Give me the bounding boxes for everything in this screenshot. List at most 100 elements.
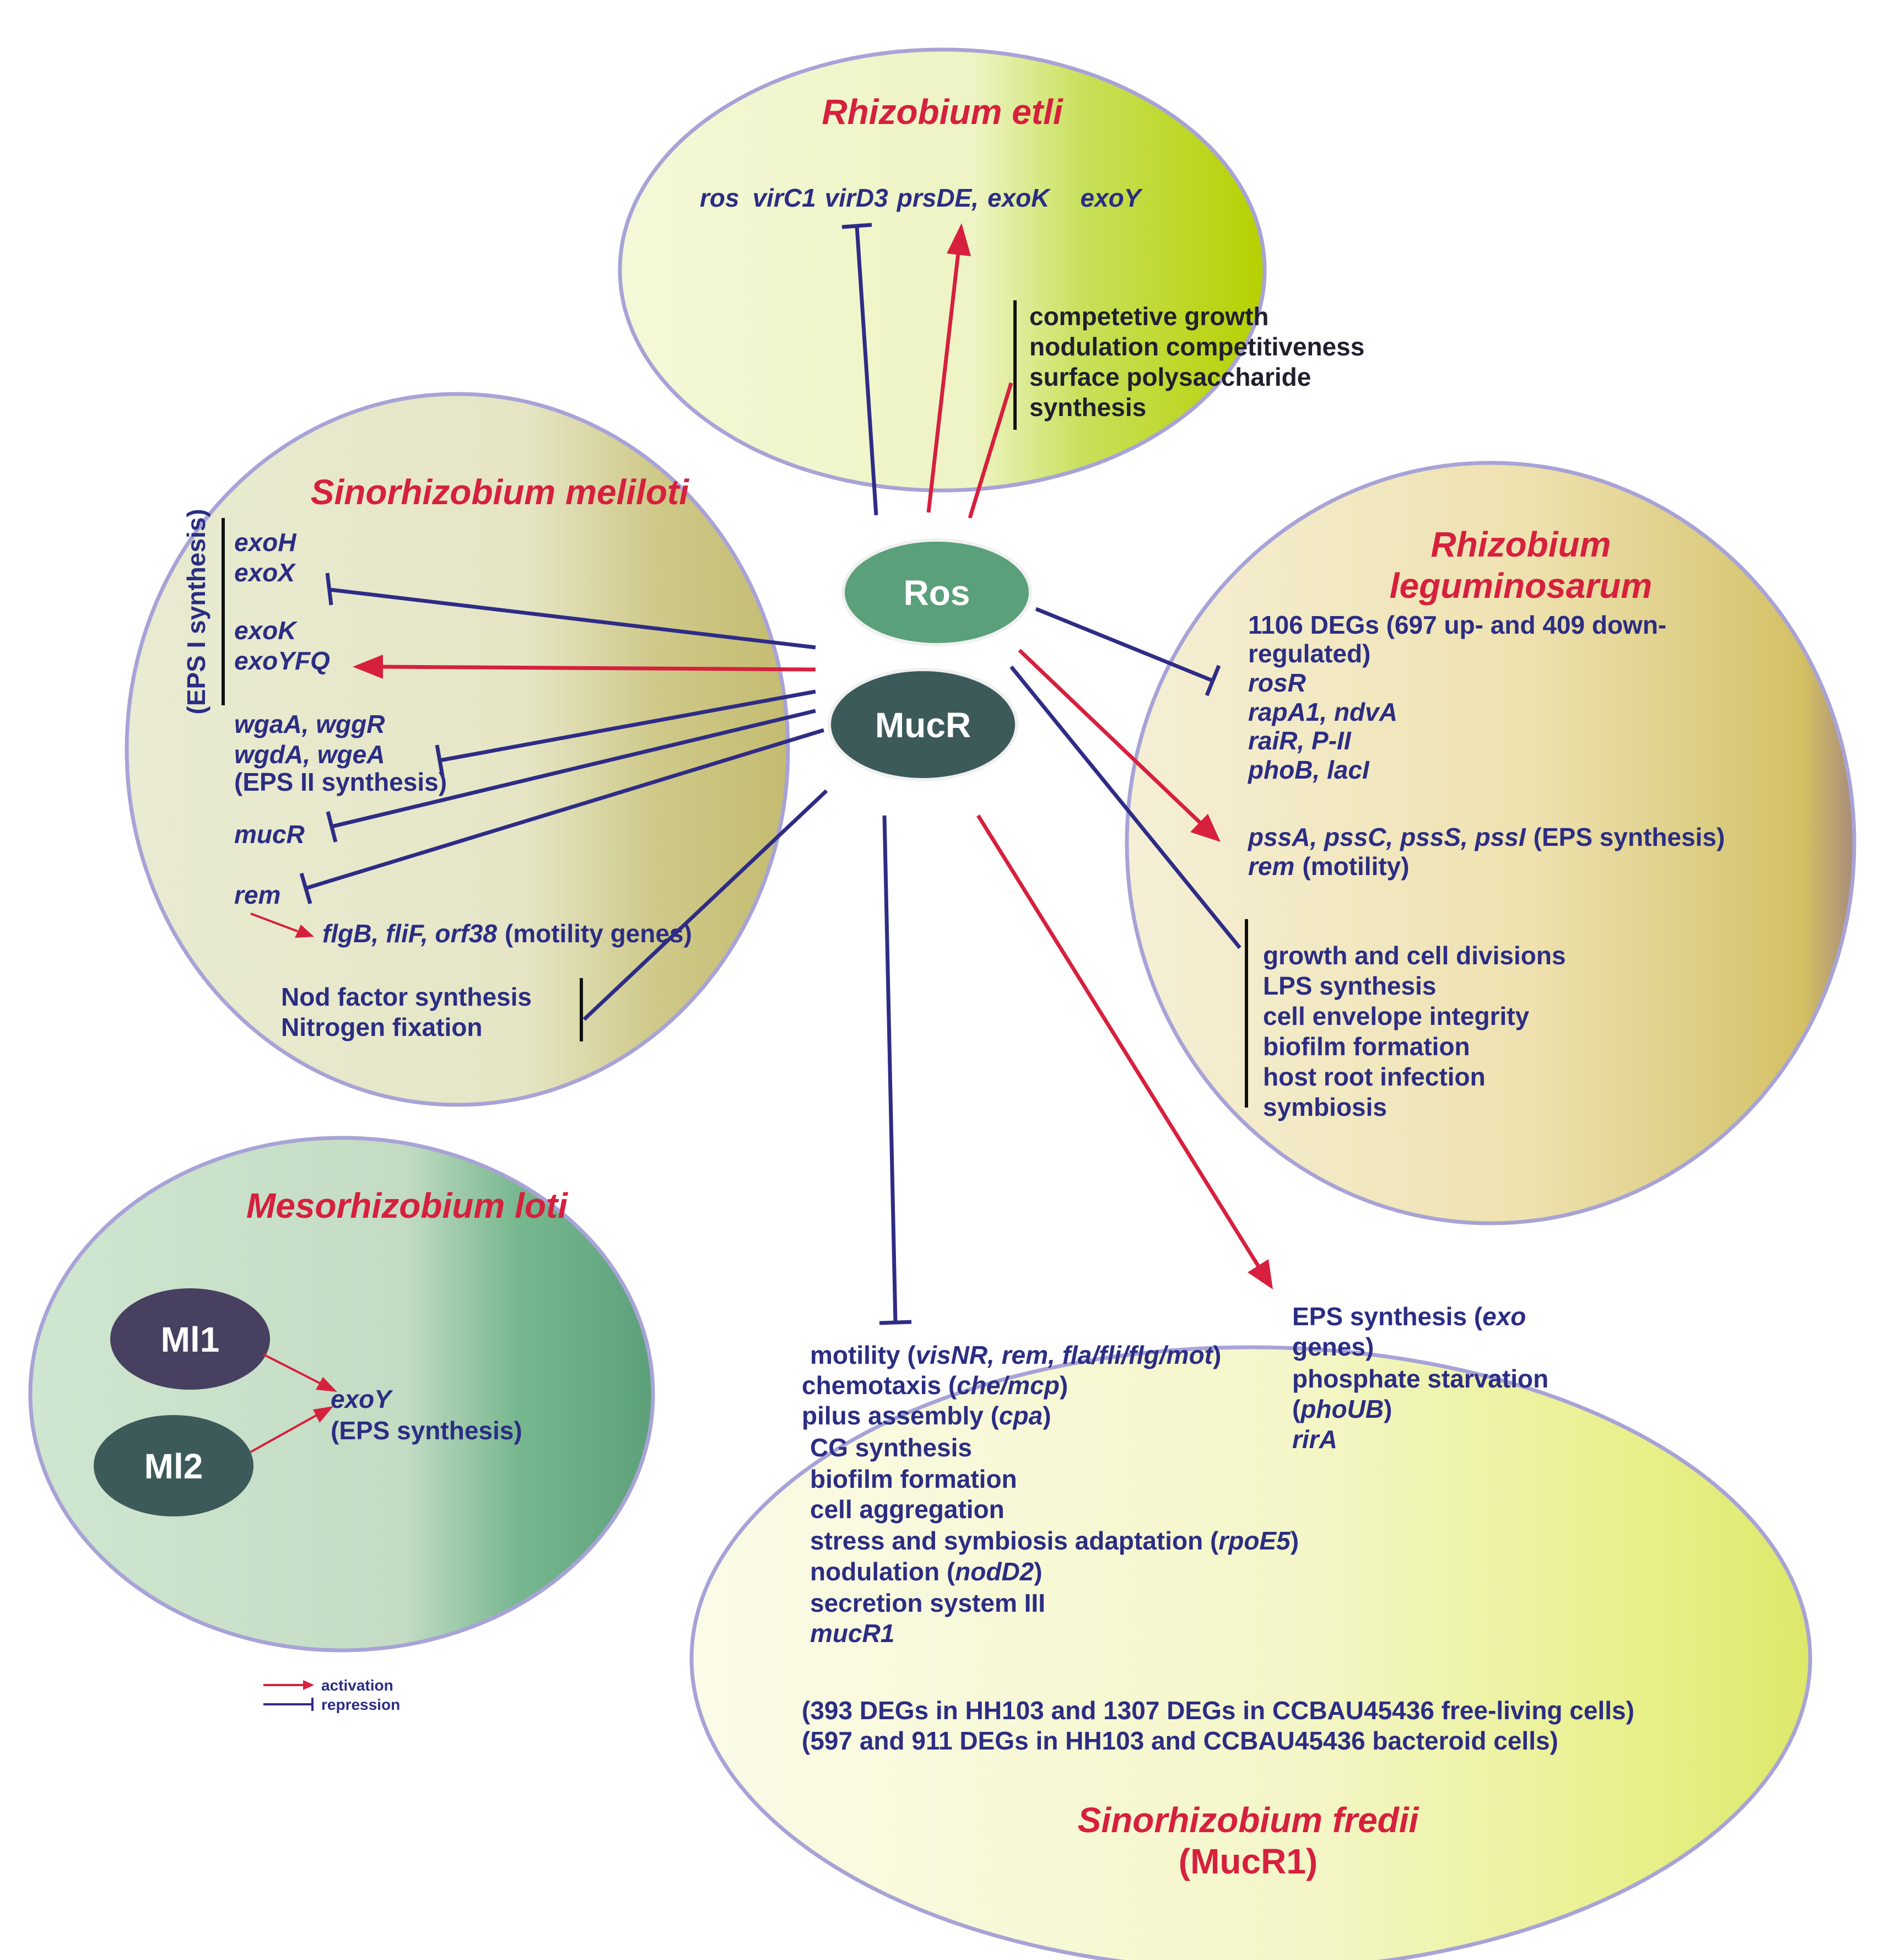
meliloti-motility: flgB, fliF, orf38(motility genes) [322, 919, 692, 948]
mucR-activates-pss [1018, 649, 1203, 825]
leguminosarum-function-5: host root infection [1263, 1062, 1486, 1091]
ml2-label: Ml2 [144, 1446, 203, 1486]
prsDE-activation-arrowhead [947, 223, 971, 256]
mucR-label: MucR [875, 705, 971, 745]
ros-activates-prsDE [926, 247, 961, 513]
mucR-activates-fredii-right [976, 814, 1261, 1268]
fredii-mucR1: mucR1 [810, 1619, 894, 1648]
ros-activates-etli-functions [968, 382, 1013, 519]
mucR-gene-repression-bar [326, 811, 338, 843]
loti-title: Mesorhizobium loti [246, 1186, 568, 1225]
fredii-title: Sinorhizobium fredii [1078, 1800, 1419, 1840]
leguminosarum-title-2: leguminosarum [1390, 566, 1653, 606]
ml2-activation-arrowhead [313, 1406, 333, 1423]
mesorhizobium-loti-region [28, 1136, 655, 1653]
fredii-eps: EPS synthesis (exo [1292, 1302, 1526, 1331]
meliloti-gene-wgdA: wgdA, wgeA [234, 740, 385, 769]
fredii-degs-1: (393 DEGs in HH103 and 1307 DEGs in CCBA… [802, 1696, 1634, 1725]
mucR-node [828, 668, 1018, 781]
ml1-node [110, 1288, 270, 1390]
meliloti-function-2: Nitrogen fixation [281, 1013, 482, 1041]
sinorhizobium-fredii-region [689, 1345, 1812, 1960]
ros-represses-rosR [1035, 607, 1213, 683]
mucR-represses-leguminosarum-functions [1010, 665, 1241, 949]
fredii-right-activation-arrowhead [1248, 1259, 1273, 1289]
meliloti-title: Sinorhizobium meliloti [311, 472, 689, 512]
fredii-stress: stress and symbiosis adaptation (rpoE5) [810, 1526, 1299, 1555]
fredii-pilus: pilus assembly (cpa) [802, 1401, 1051, 1430]
mucR-represses-fredii-left [882, 815, 898, 1323]
fredii-eps-2: genes) [1292, 1332, 1374, 1361]
loti-eps-label: (EPS synthesis) [331, 1416, 522, 1445]
fredii-biofilm: biofilm formation [810, 1465, 1017, 1493]
legend-repression-label: repression [321, 1696, 400, 1713]
fredii-degs-2: (597 and 911 DEGs in HH103 and CCBAU4543… [802, 1726, 1558, 1755]
ros-node [841, 538, 1032, 646]
mucR-represses-exoX [329, 587, 816, 650]
meliloti-eps2-label: (EPS II synthesis) [234, 768, 447, 796]
mucR-represses-nod-functions [582, 789, 828, 1021]
leguminosarum-gene-rapA1: rapA1, ndvA [1248, 698, 1397, 726]
mucR-represses-wgdA [439, 689, 816, 763]
leguminosarum-function-1: growth and cell divisions [1263, 941, 1566, 970]
leguminosarum-function-6: symbiosis [1263, 1093, 1387, 1121]
meliloti-gene-exoH: exoH [234, 528, 296, 557]
mucR-represses-rem [305, 728, 825, 890]
etli-title: Rhizobium etli [822, 92, 1064, 132]
leguminosarum-gene-phoB: phoB, lacI [1247, 755, 1370, 784]
leguminosarum-degs-1: 1106 DEGs (697 up- and 409 down- [1248, 611, 1666, 639]
etli-function-4: synthesis [1029, 393, 1146, 422]
ros-represses-virC1 [855, 225, 878, 516]
ml1-activates-exoY [263, 1353, 320, 1384]
mucR-represses-mucR [331, 709, 816, 829]
fredii-aggregation: cell aggregation [810, 1495, 1005, 1524]
rosR-repression-bar [1205, 665, 1221, 696]
rhizobium-etli-region [618, 47, 1267, 493]
ml1-label: Ml1 [161, 1320, 220, 1359]
meliloti-gene-exoK: exoK [234, 616, 298, 645]
rem-repression-bar [299, 873, 312, 904]
fredii-subtitle: (MucR1) [1179, 1842, 1318, 1881]
rem-activates-motility [250, 912, 298, 932]
legend: activation repression [263, 1677, 400, 1713]
leguminosarum-function-4: biofilm formation [1263, 1032, 1470, 1061]
meliloti-gene-rem: rem [234, 881, 280, 909]
mucR-activates-exoYFQ [380, 665, 816, 672]
ml2-activates-exoY [250, 1414, 317, 1453]
leguminosarum-function-3: cell envelope integrity [1263, 1002, 1530, 1030]
etli-function-1: competetive growth [1029, 302, 1269, 331]
legend-activation-arrowhead [303, 1680, 314, 1690]
fredii-rirA: rirA [1292, 1425, 1337, 1454]
etli-function-3: surface polysaccharide [1029, 363, 1311, 391]
fredii-chemotaxis: chemotaxis (che/mcp) [802, 1371, 1068, 1400]
etli-function-2: nodulation competitiveness [1029, 332, 1364, 361]
fredii-left-repression-bar [879, 1320, 912, 1325]
leguminosarum-degs-2: regulated) [1248, 639, 1370, 668]
ml1-activation-arrowhead [316, 1377, 337, 1392]
virC1-repression-bar [841, 223, 872, 229]
exoYFQ-activation-arrowhead [353, 655, 383, 679]
leguminosarum-function-2: LPS synthesis [1263, 971, 1436, 1000]
leguminosarum-title-1: Rhizobium [1430, 525, 1611, 564]
meliloti-gene-exoYFQ: exoYFQ [234, 646, 330, 675]
legend-activation-label: activation [321, 1677, 393, 1694]
ros-label: Ros [904, 573, 970, 613]
leguminosarum-eps: pssA, pssC, pssS, pssI(EPS synthesis) [1247, 823, 1725, 851]
wgdA-repression-bar [435, 744, 445, 776]
motility-activation-arrowhead [295, 925, 314, 938]
fredii-secretion: secretion system III [810, 1589, 1045, 1617]
fredii-motility: motility (visNR, rem, fla/fli/flg/mot) [810, 1341, 1221, 1369]
leguminosarum-rem: rem(motility) [1248, 852, 1410, 881]
meliloti-function-1: Nod factor synthesis [281, 982, 532, 1011]
meliloti-gene-exoX: exoX [234, 558, 296, 587]
meliloti-gene-mucR: mucR [234, 820, 305, 849]
fredii-phosphate: phosphate starvation [1292, 1364, 1548, 1393]
rhizobium-leguminosarum-region [1125, 461, 1856, 1225]
meliloti-eps1-label: (EPS I synthesis) [182, 509, 210, 714]
fredii-cg: CG synthesis [810, 1433, 972, 1462]
ml2-node [94, 1415, 253, 1516]
fredii-nodulation: nodulation (nodD2) [810, 1557, 1043, 1586]
leguminosarum-gene-raiR: raiR, P-II [1248, 726, 1352, 755]
meliloti-gene-wgaA: wgaA, wggR [234, 710, 385, 738]
